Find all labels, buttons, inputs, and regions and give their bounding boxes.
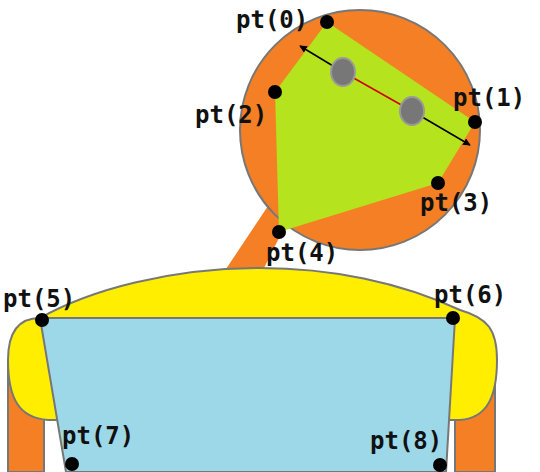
point-label: pt(4) [266,241,338,265]
point-dot [35,313,49,327]
point-dot [65,457,79,471]
point-label: pt(1) [453,86,525,110]
torso [40,318,455,472]
point-label: pt(5) [3,287,75,311]
point-dot [320,15,334,29]
point-label: pt(0) [236,8,308,32]
point-dot [433,458,447,472]
point-label: pt(6) [434,283,506,307]
point-label: pt(8) [370,429,442,453]
point-markers [35,15,482,472]
point-dot [446,311,460,325]
point-dot [272,225,286,239]
point-label: pt(7) [62,424,134,448]
point-label: pt(2) [195,103,267,127]
left-eye [331,58,355,86]
point-dot [431,176,445,190]
point-dot [268,85,282,99]
right-eye [400,97,424,125]
point-label: pt(3) [420,191,492,215]
point-dot [468,115,482,129]
